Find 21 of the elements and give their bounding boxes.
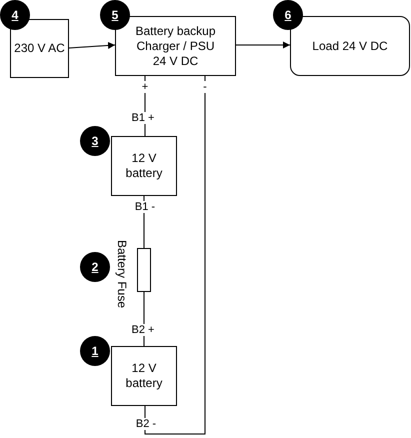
callout-number: 1 [80,336,110,366]
power-source-box: 230 V AC [10,19,69,78]
terminal-label: + [140,81,150,93]
callout-number: 5 [100,0,130,30]
callout-number: 2 [80,252,110,282]
terminal-label: B1 + [130,112,156,124]
fuse-symbol [137,248,151,292]
wire [144,76,206,434]
terminal-label: B2 - [134,418,158,430]
fuse-label: Battery Fuse [115,240,129,308]
battery-box: 12 V battery [111,136,177,196]
battery-box: 12 V battery [111,346,177,406]
terminal-label: - [202,81,208,93]
callout-number: 4 [0,0,30,30]
callout-number: 6 [273,0,303,30]
load-box: Load 24 V DC [290,16,410,76]
arrow [68,42,116,49]
terminal-label: B2 + [130,324,156,336]
arrow [236,42,290,48]
callout-number: 3 [80,126,110,156]
terminal-label: B1 - [134,201,156,213]
